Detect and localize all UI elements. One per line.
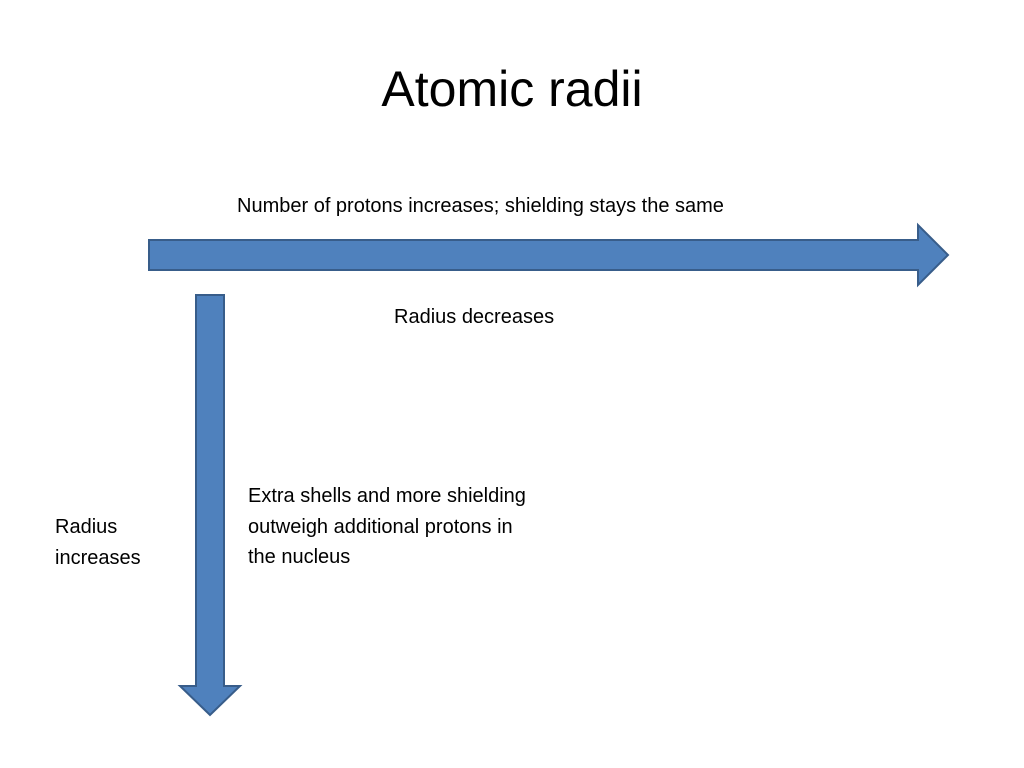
- protons-increase-label: Number of protons increases; shielding s…: [237, 195, 724, 217]
- radius-increases-line2: increases: [55, 546, 141, 569]
- horizontal-arrow: [148, 222, 950, 288]
- slide-title: Atomic radii: [381, 61, 643, 117]
- radius-increases-line1: Radius: [55, 516, 118, 538]
- vertical-arrow: [177, 294, 243, 717]
- extra-shells-label: Extra shells and more shielding outweigh…: [248, 485, 526, 568]
- radius-decreases-label: Radius decreases: [394, 306, 555, 328]
- radius-increases-label: Radius increases: [55, 512, 141, 573]
